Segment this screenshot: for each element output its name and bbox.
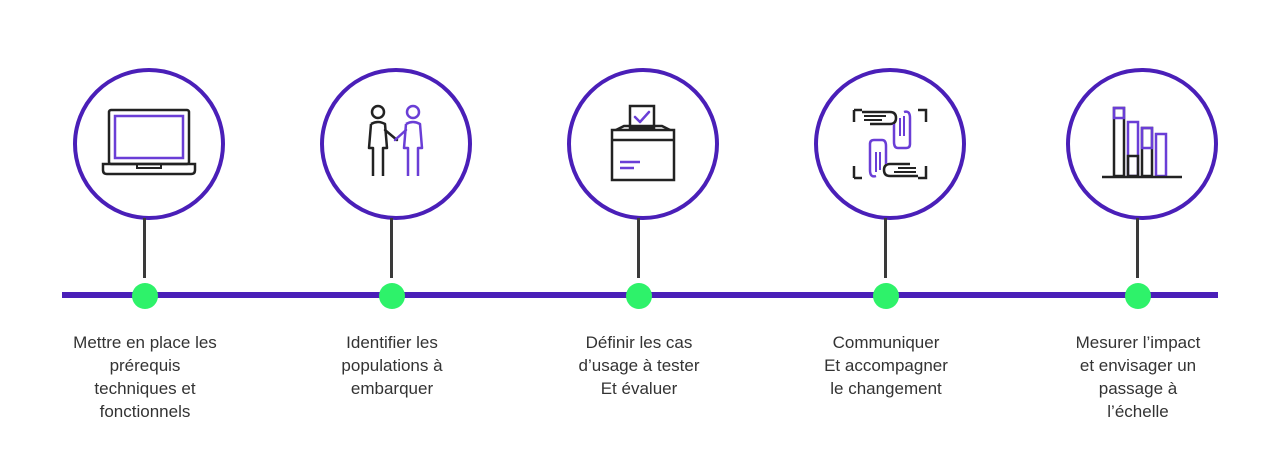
step-2-connector — [390, 218, 393, 278]
laptop-icon — [101, 104, 197, 184]
step-4-circle — [814, 68, 966, 220]
step-5-label: Mesurer l’impact et envisager un passage… — [1075, 333, 1201, 421]
joined-hands-icon — [850, 104, 930, 184]
timeline-step-4: Communiquer Et accompagner le changement — [780, 0, 1000, 469]
handshake-people-icon — [361, 104, 431, 184]
step-1-connector — [143, 218, 146, 278]
step-1-dot — [132, 283, 158, 309]
step-3-circle — [567, 68, 719, 220]
step-2-circle — [320, 68, 472, 220]
step-3-connector — [637, 218, 640, 278]
step-2-label: Identifier les populations à embarquer — [341, 333, 443, 398]
bar-chart-icon — [1100, 104, 1184, 184]
timeline-step-3: Définir les cas d’usage à tester Et éval… — [533, 0, 753, 469]
step-5-dot — [1125, 283, 1151, 309]
ballot-box-icon — [608, 104, 678, 184]
step-4-dot — [873, 283, 899, 309]
timeline-step-2: Identifier les populations à embarquer — [286, 0, 506, 469]
step-5-connector — [1136, 218, 1139, 278]
step-4-label: Communiquer Et accompagner le changement — [824, 333, 948, 398]
timeline-step-5: Mesurer l’impact et envisager un passage… — [1032, 0, 1252, 469]
timeline-step-1: Mettre en place les prérequis techniques… — [39, 0, 259, 469]
step-3-dot — [626, 283, 652, 309]
step-1-circle — [73, 68, 225, 220]
step-3-label: Définir les cas d’usage à tester Et éval… — [578, 333, 700, 398]
step-4-connector — [884, 218, 887, 278]
step-1-label: Mettre en place les prérequis techniques… — [73, 333, 217, 421]
step-2-dot — [379, 283, 405, 309]
step-5-circle — [1066, 68, 1218, 220]
